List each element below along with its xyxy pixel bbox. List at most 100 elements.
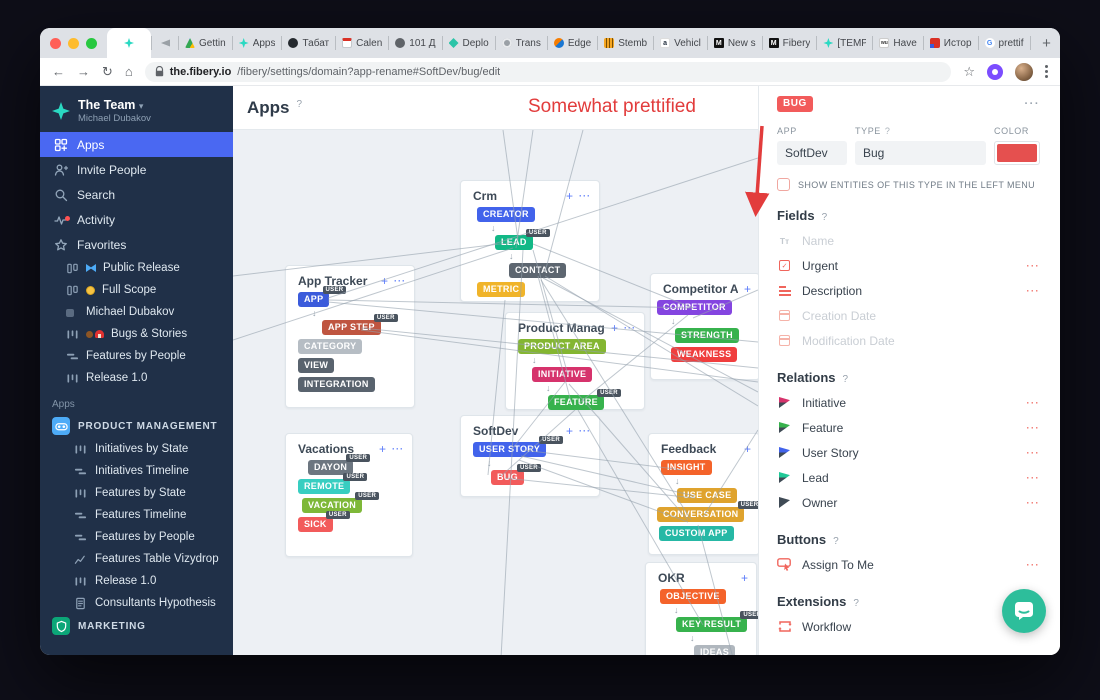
page-help-icon[interactable]: ?: [296, 99, 303, 110]
bookmark-star-icon[interactable]: ☆: [963, 64, 975, 79]
type-tag-creator[interactable]: CREATOR: [477, 207, 535, 222]
type-tag-product-area[interactable]: PRODUCT AREA: [518, 339, 606, 354]
type-tag-metric[interactable]: METRIC: [477, 282, 526, 297]
panel-row-initiative[interactable]: Initiative···: [777, 390, 1040, 415]
section-help-icon[interactable]: ?: [833, 536, 839, 547]
card-menu-icon[interactable]: ···: [579, 190, 591, 201]
tab-Deplo[interactable]: Deplo: [443, 28, 495, 58]
type-tag-custom-app[interactable]: CUSTOM APP: [659, 526, 734, 541]
panel-row-owner[interactable]: Owner···: [777, 490, 1040, 515]
back-icon[interactable]: ←: [52, 64, 65, 79]
new-tab-button[interactable]: +: [1042, 34, 1051, 52]
extension-icon[interactable]: [987, 63, 1003, 80]
sidebar-view-initiatives-timeline[interactable]: Initiatives Timeline: [40, 460, 233, 482]
tab-active[interactable]: [107, 28, 151, 58]
panel-row-lead[interactable]: Lead···: [777, 465, 1040, 490]
favorite-item[interactable]: Release 1.0: [40, 367, 233, 389]
tab-New s[interactable]: MNew s: [708, 28, 762, 58]
panel-row-feature[interactable]: Feature···: [777, 415, 1040, 440]
row-menu-icon[interactable]: ···: [1026, 559, 1040, 570]
panel-row-urgent[interactable]: ✓Urgent···: [777, 253, 1040, 278]
sidebar-view-release-1.0[interactable]: Release 1.0: [40, 570, 233, 592]
type-tag-category[interactable]: CATEGORY: [298, 339, 363, 354]
add-type-button[interactable]: +: [610, 321, 618, 335]
type-tag-competitor[interactable]: COMPETITOR: [657, 300, 732, 315]
profile-avatar[interactable]: [1015, 62, 1033, 81]
tab-Calen[interactable]: Calen: [336, 28, 388, 58]
add-type-button[interactable]: +: [565, 189, 573, 203]
section-help-icon[interactable]: ?: [842, 374, 849, 385]
sidebar-item-apps[interactable]: Apps: [40, 132, 233, 157]
type-tag-contact[interactable]: CONTACT: [509, 263, 567, 278]
chat-widget-button[interactable]: [1002, 589, 1046, 633]
favorite-item[interactable]: Michael Dubakov: [40, 301, 233, 323]
tab-101 Д[interactable]: 101 Д: [389, 28, 441, 58]
panel-row-assign-to-me[interactable]: Assign To Me···: [777, 552, 1040, 577]
row-menu-icon[interactable]: ···: [1026, 472, 1040, 483]
add-type-button[interactable]: +: [565, 424, 573, 438]
sidebar-item-favorites[interactable]: Favorites: [40, 232, 233, 257]
tab-Edge[interactable]: Edge: [548, 28, 597, 58]
section-help-icon[interactable]: ?: [853, 598, 859, 609]
sidebar-view-features-by-people[interactable]: Features by People: [40, 526, 233, 548]
row-menu-icon[interactable]: ···: [1026, 285, 1040, 296]
type-tag-integration[interactable]: INTEGRATION: [298, 377, 375, 392]
type-help-icon[interactable]: ?: [884, 126, 891, 136]
type-tag-weakness[interactable]: WEAKNESS: [671, 347, 738, 362]
add-type-button[interactable]: +: [743, 282, 751, 296]
tab-Stemb[interactable]: Stemb: [598, 28, 653, 58]
sidebar-item-invite-people[interactable]: Invite People: [40, 157, 233, 182]
color-picker[interactable]: [994, 141, 1040, 165]
add-type-button[interactable]: +: [380, 274, 388, 288]
app-input[interactable]: [777, 141, 847, 165]
type-tag-key-result[interactable]: KEY RESULTUSER: [676, 611, 758, 632]
type-tag-initiative[interactable]: INITIATIVE: [532, 367, 593, 382]
row-menu-icon[interactable]: ···: [1026, 447, 1040, 458]
tab-Trans[interactable]: Trans: [496, 28, 547, 58]
tab-[TEMP[interactable]: [TEMP: [817, 28, 872, 58]
tab-Gettin[interactable]: Gettin: [179, 28, 232, 58]
card-menu-icon[interactable]: ···: [624, 322, 636, 333]
type-tag-use-case[interactable]: USE CASE: [677, 488, 738, 503]
sidebar-item-search[interactable]: Search: [40, 182, 233, 207]
workspace-switcher[interactable]: The Team ▾ Michael Dubakov: [40, 94, 233, 132]
tab-Табат[interactable]: Табат: [282, 28, 335, 58]
panel-row-user-story[interactable]: User Story···: [777, 440, 1040, 465]
add-type-button[interactable]: +: [378, 442, 386, 456]
sidebar-view-initiatives-by-state[interactable]: Initiatives by State: [40, 438, 233, 460]
favorite-item[interactable]: Bugs & Stories: [40, 323, 233, 345]
favorite-item[interactable]: Features by People: [40, 345, 233, 367]
panel-menu-icon[interactable]: ···: [1024, 98, 1040, 110]
tab-1[interactable]: [152, 28, 178, 58]
show-entities-checkbox[interactable]: [777, 178, 790, 191]
panel-row-workflow[interactable]: Workflow···: [777, 614, 1040, 639]
sidebar-view-features-timeline[interactable]: Features Timeline: [40, 504, 233, 526]
zoom-window-button[interactable]: [86, 37, 97, 49]
minimize-window-button[interactable]: [68, 37, 79, 49]
sidebar-app-marketing[interactable]: MARKETING: [40, 614, 233, 638]
type-tag-strength[interactable]: STRENGTH: [675, 328, 739, 343]
add-type-button[interactable]: +: [740, 571, 748, 585]
card-menu-icon[interactable]: ···: [394, 275, 406, 286]
favorite-item[interactable]: Full Scope: [40, 279, 233, 301]
sidebar-view-features-table-vizydrop[interactable]: Features Table Vizydrop: [40, 548, 233, 570]
panel-row-description[interactable]: Description···: [777, 278, 1040, 303]
panel-row-modification-date[interactable]: Modification Date: [777, 328, 1040, 353]
chrome-menu-icon[interactable]: [1045, 65, 1048, 78]
section-help-icon[interactable]: ?: [821, 212, 828, 223]
favorite-item[interactable]: Public Release: [40, 257, 233, 279]
sidebar-view-consultants-hypothesis[interactable]: Consultants Hypothesis: [40, 592, 233, 614]
type-tag-ideas[interactable]: IDEAS: [694, 645, 736, 655]
